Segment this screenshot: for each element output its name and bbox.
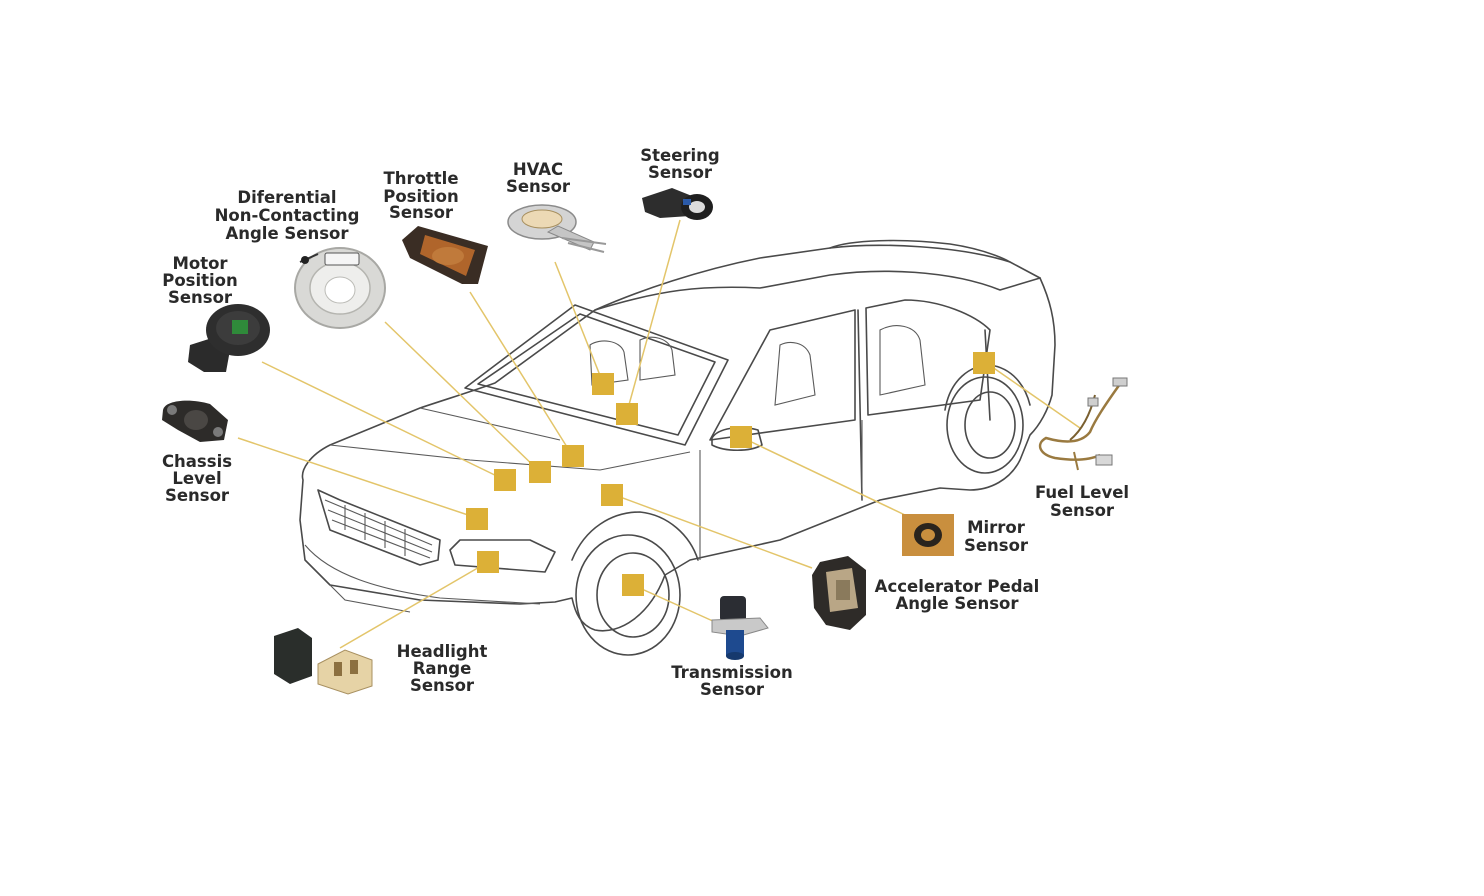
label-transmission-line-1: Transmission bbox=[671, 663, 793, 682]
leader-chassis bbox=[237, 437, 478, 519]
leader-throttle bbox=[469, 291, 573, 456]
label-mirror: Mirror Sensor bbox=[964, 518, 1029, 555]
headlight-range-sensor-icon bbox=[274, 628, 373, 695]
leader-transmission bbox=[632, 584, 716, 623]
label-transmission-line-2: Sensor bbox=[700, 680, 765, 699]
marker-headlight bbox=[477, 551, 499, 573]
label-chassis: Chassis Level Sensor bbox=[162, 452, 232, 505]
transmission-sensor-icon bbox=[711, 596, 769, 660]
marker-motor bbox=[494, 469, 516, 491]
label-chassis-line-1: Chassis bbox=[162, 452, 232, 471]
label-transmission: Transmission Sensor bbox=[671, 663, 793, 699]
label-throttle-line-2: Position bbox=[383, 187, 459, 206]
label-motor-line-1: Motor bbox=[172, 254, 228, 273]
label-steering-line-1: Steering bbox=[640, 146, 720, 165]
label-headlight-line-2: Range bbox=[413, 659, 472, 678]
label-steering: Steering Sensor bbox=[640, 146, 720, 182]
label-accelerator-line-1: Accelerator Pedal bbox=[875, 577, 1040, 596]
ring-angle-sensor-icon bbox=[294, 247, 386, 329]
label-hvac-line-2: Sensor bbox=[506, 177, 571, 196]
marker-hvac bbox=[592, 373, 614, 395]
marker-fuel bbox=[973, 352, 995, 374]
label-fuel: Fuel Level Sensor bbox=[1035, 483, 1129, 520]
label-mirror-line-2: Sensor bbox=[964, 536, 1029, 555]
sensor-markers bbox=[466, 352, 995, 596]
leader-differential bbox=[384, 321, 541, 473]
label-throttle: Throttle Position Sensor bbox=[383, 169, 459, 222]
leader-lines bbox=[237, 219, 1081, 649]
leader-accelerator bbox=[611, 493, 813, 569]
label-hvac-line-1: HVAC bbox=[513, 160, 563, 179]
marker-differential bbox=[529, 461, 551, 483]
marker-throttle bbox=[562, 445, 584, 467]
label-differential-line-2: Non-Contacting bbox=[215, 206, 360, 225]
label-differential: Diferential Non-Contacting Angle Sensor bbox=[215, 188, 360, 243]
marker-chassis bbox=[466, 508, 488, 530]
leader-steering bbox=[626, 219, 681, 413]
label-chassis-line-2: Level bbox=[172, 469, 221, 488]
label-headlight-line-1: Headlight bbox=[397, 642, 488, 661]
label-motor-line-2: Position bbox=[162, 271, 238, 290]
label-fuel-line-1: Fuel Level bbox=[1035, 483, 1129, 502]
leader-headlight bbox=[339, 561, 489, 649]
label-motor-line-3: Sensor bbox=[168, 288, 233, 307]
label-steering-line-2: Sensor bbox=[648, 163, 713, 182]
throttle-position-sensor-icon bbox=[402, 226, 488, 284]
label-accelerator-line-2: Angle Sensor bbox=[895, 594, 1019, 613]
leader-motor bbox=[261, 361, 506, 481]
label-hvac: HVAC Sensor bbox=[506, 160, 571, 196]
label-throttle-line-3: Sensor bbox=[389, 203, 454, 222]
label-differential-line-1: Diferential bbox=[237, 188, 336, 207]
marker-accelerator bbox=[601, 484, 623, 506]
label-accelerator: Accelerator Pedal Angle Sensor bbox=[875, 577, 1040, 613]
fuel-level-sensor-icon bbox=[1038, 377, 1128, 471]
marker-mirror bbox=[730, 426, 752, 448]
label-throttle-line-1: Throttle bbox=[383, 169, 458, 188]
label-chassis-line-3: Sensor bbox=[165, 486, 230, 505]
leader-fuel bbox=[984, 361, 1081, 429]
label-headlight: Headlight Range Sensor bbox=[397, 642, 488, 695]
leader-mirror bbox=[740, 436, 906, 516]
marker-transmission bbox=[622, 574, 644, 596]
mirror-sensor-icon bbox=[902, 514, 954, 556]
label-differential-line-3: Angle Sensor bbox=[225, 224, 349, 243]
chassis-level-sensor-icon bbox=[162, 400, 228, 442]
label-motor: Motor Position Sensor bbox=[162, 254, 238, 307]
marker-steering bbox=[616, 403, 638, 425]
motor-position-sensor-icon bbox=[188, 304, 270, 372]
car-outline bbox=[299, 239, 1056, 656]
steering-sensor-icon bbox=[642, 188, 713, 220]
leader-hvac bbox=[554, 261, 604, 384]
accelerator-pedal-sensor-icon bbox=[812, 556, 866, 630]
hvac-sensor-icon bbox=[507, 204, 607, 253]
label-mirror-line-1: Mirror bbox=[967, 518, 1026, 537]
label-fuel-line-2: Sensor bbox=[1050, 501, 1115, 520]
label-headlight-line-3: Sensor bbox=[410, 676, 475, 695]
